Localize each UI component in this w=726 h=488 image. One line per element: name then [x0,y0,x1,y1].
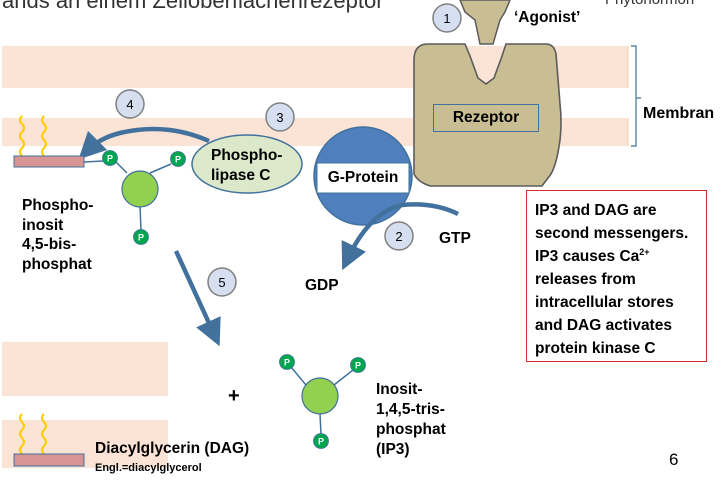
page-number: 6 [669,450,679,469]
svg-text:P: P [107,154,113,164]
dag-glycerol-bar [13,453,85,467]
phospholipase-c-label: Phospho- lipase C [211,147,283,184]
pip2-inositol-ring [121,170,159,208]
ip3-link-p2 [333,369,354,386]
ip3-release-arrow [173,250,221,347]
info-line-5: intracellular stores [535,294,674,311]
step-marker-3: 3 [265,102,295,132]
step-marker-5: 5 [207,267,237,297]
gtp-label: GTP [439,230,471,247]
info-line-6: and DAG activates [535,317,672,334]
receptor-label: Rezeptor [433,104,539,132]
pip2-glycerol-bar [13,155,85,168]
step-marker-2: 2 [384,221,414,251]
gdp-label: GDP [305,277,339,294]
second-messenger-info-box: IP3 and DAG are second messengers. IP3 c… [526,190,707,362]
info-line-4: releases from [535,271,636,288]
info-line-7: protein kinase C [535,340,656,357]
agonist-shape [459,0,511,45]
phosphate-group: P [313,433,329,449]
pip2-link-bar [83,160,104,163]
membrane-brace [631,45,641,147]
svg-text:2: 2 [395,229,402,244]
phosphate-group: P [133,229,149,245]
phosphate-group: P [350,357,366,373]
g-protein-label-box [316,162,410,194]
ip3-label: Inosit- 1,4,5-tris- phosphat (IP3) [376,381,446,458]
svg-text:4: 4 [126,97,133,112]
dag-lipid-tails [19,413,47,455]
pip2-label: Phospho- inosit 4,5-bis- phosphat [22,197,94,273]
g-protein-label: G-Protein [327,169,399,186]
pip2-link-p1 [114,160,128,174]
step-marker-4: 4 [115,89,145,119]
pip2-lipid-tails [19,115,47,157]
svg-text:P: P [355,361,361,371]
info-line-3-text: IP3 causes Ca [535,248,640,265]
ip3-link-p1 [290,366,307,386]
info-line-1: IP3 and DAG are [535,202,657,219]
pip2-link-p3 [139,205,142,231]
phosphate-group: P [170,151,186,167]
info-line-3: IP3 causes Ca2+ [535,245,700,268]
svg-text:1: 1 [443,11,450,26]
info-line-2: second messengers. [535,225,689,242]
corner-text-fragment: Phytohormon [605,0,694,8]
step-marker-1: 1 [432,3,462,33]
membrane-label: Membran [643,105,715,122]
svg-text:P: P [138,233,144,243]
phosphate-group: P [102,150,118,166]
agonist-label: ‘Agonist’ [514,9,581,26]
membrane-fragment-upper [2,342,168,396]
ip3-link-p3 [319,413,322,435]
svg-text:3: 3 [276,110,283,125]
plus-sign: + [228,385,240,407]
svg-text:P: P [284,358,290,368]
slide-title-fragment: ands an einem Zelloberflächenrezeptor [2,0,384,13]
pip2-cleavage-arrow [78,126,210,160]
dag-label: Diacylglycerin (DAG) [95,440,250,457]
phospholipase-c-shape [191,134,303,194]
ip3-inositol-ring [301,377,339,415]
phosphate-group: P [279,354,295,370]
svg-text:P: P [175,155,181,165]
pip2-link-p2 [149,163,172,174]
calcium-charge: 2+ [639,247,650,257]
svg-text:5: 5 [218,275,225,290]
gtp-gdp-arrow [341,202,460,271]
svg-text:P: P [318,437,324,447]
dag-english-label: Engl.=diacylglycerol [95,462,202,474]
